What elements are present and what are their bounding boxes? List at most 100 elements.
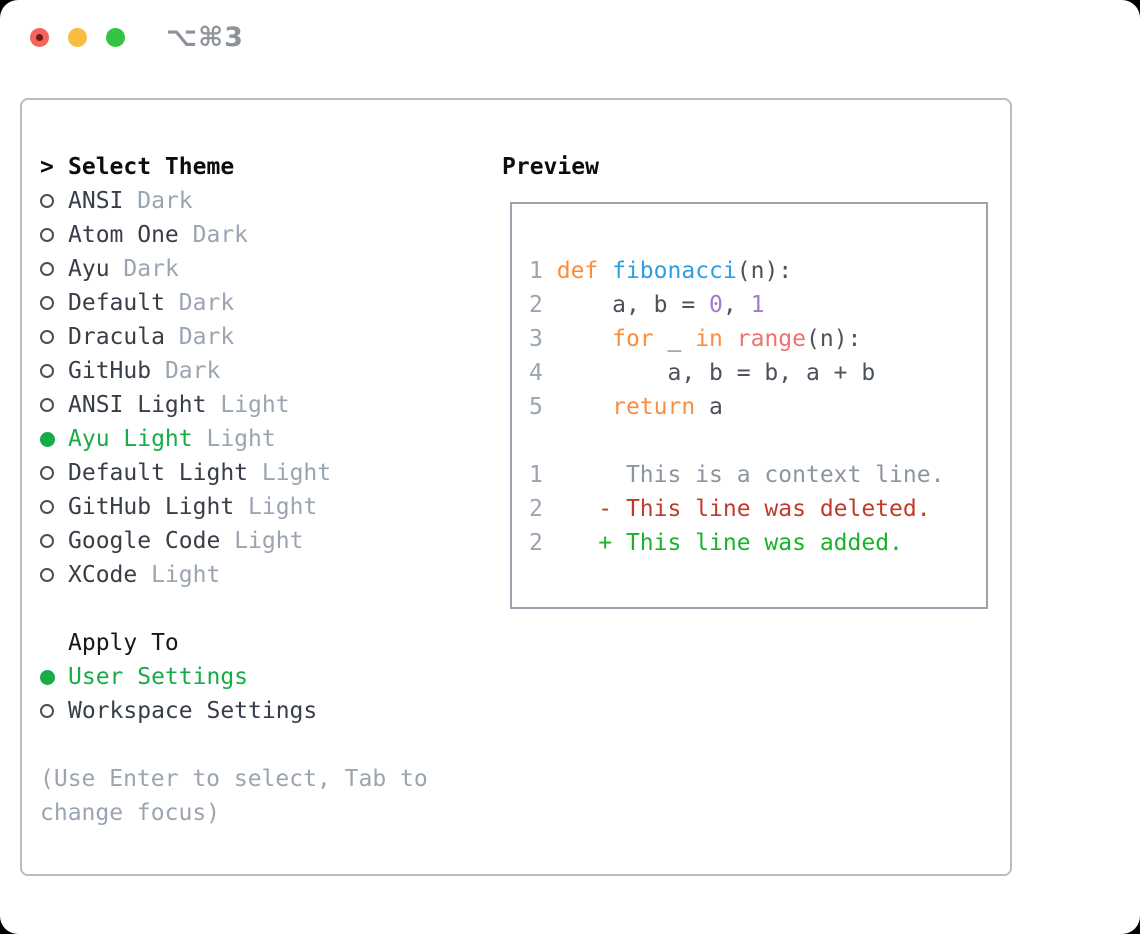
code-token	[557, 394, 612, 420]
option-variant-tag: Dark	[123, 256, 179, 282]
cursor-arrow: >	[40, 154, 54, 180]
theme-option[interactable]: ANSI Light Light	[40, 388, 428, 422]
traffic-light-close-icon[interactable]	[30, 28, 49, 47]
line-number: 1	[529, 462, 543, 488]
theme-option[interactable]: Google Code Light	[40, 524, 428, 558]
select-theme-heading: Select Theme	[68, 154, 235, 180]
line-number: 5	[529, 394, 543, 420]
option-label: Default Light	[68, 460, 249, 486]
line-number: 2	[529, 292, 543, 318]
traffic-light-minimize-icon[interactable]	[68, 28, 87, 47]
radio-unselected-icon	[40, 500, 54, 514]
option-label: Ayu Light	[68, 426, 193, 452]
option-label: Default	[68, 290, 165, 316]
code-token: (n):	[736, 258, 793, 284]
line-number: 1	[529, 258, 543, 284]
radio-unselected-icon	[40, 704, 54, 718]
line-number: 2	[529, 530, 543, 556]
option-label: Workspace Settings	[68, 698, 318, 724]
option-variant-tag: Dark	[192, 222, 249, 248]
code-line: 1 This is a context line.	[529, 458, 944, 492]
theme-option[interactable]: Default Light Light	[40, 456, 428, 490]
theme-option[interactable]: XCode Light	[40, 558, 428, 592]
code-token: + This line was added.	[556, 530, 903, 556]
apply-to-option[interactable]: Workspace Settings	[40, 694, 428, 728]
code-line: 2 - This line was deleted.	[529, 492, 944, 526]
theme-option[interactable]: Default Dark	[40, 286, 428, 320]
hint-line-2: change focus)	[40, 800, 221, 826]
code-token: ,	[722, 292, 751, 318]
code-line: 3 for _ in range(n):	[529, 322, 944, 356]
spacer	[40, 592, 428, 626]
radio-unselected-icon	[40, 398, 54, 412]
theme-option[interactable]: GitHub Dark	[40, 354, 428, 388]
code-token: def	[556, 258, 599, 284]
radio-icon	[40, 456, 68, 490]
radio-icon	[40, 218, 68, 252]
spacer	[40, 728, 428, 762]
option-label: ANSI Light	[68, 392, 207, 418]
radio-selected-icon	[40, 432, 55, 447]
line-number: 2	[529, 496, 543, 522]
window-title: ⌥⌘3	[166, 22, 244, 53]
theme-option[interactable]: Dracula Dark	[40, 320, 428, 354]
select-theme-heading-row: > Select Theme	[40, 150, 428, 184]
radio-icon	[40, 184, 68, 218]
code-token: range	[722, 326, 806, 352]
radio-unselected-icon	[40, 568, 54, 582]
radio-icon	[40, 354, 68, 388]
option-variant-tag: Dark	[137, 188, 193, 214]
apply-to-option[interactable]: User Settings	[40, 660, 428, 694]
theme-option[interactable]: Ayu Light Light	[40, 422, 428, 456]
theme-option[interactable]: ANSI Dark	[40, 184, 428, 218]
apply-to-heading-row: Apply To	[40, 626, 428, 660]
code-line: 5 return a	[529, 390, 944, 424]
option-variant-tag: Dark	[178, 324, 235, 350]
code-token: for	[612, 326, 654, 352]
radio-icon	[40, 558, 68, 592]
radio-icon	[40, 694, 68, 728]
radio-unselected-icon	[40, 194, 54, 208]
option-label: GitHub	[68, 358, 152, 384]
radio-icon	[40, 422, 68, 456]
option-variant-tag: Light	[234, 528, 304, 554]
line-number: 3	[529, 326, 543, 352]
code-token	[557, 326, 612, 352]
option-label: Dracula	[68, 324, 165, 350]
radio-icon	[40, 490, 68, 524]
option-variant-tag: Light	[220, 392, 290, 418]
radio-icon	[40, 524, 68, 558]
line-number: 4	[529, 360, 543, 386]
theme-option[interactable]: Ayu Dark	[40, 252, 428, 286]
theme-option[interactable]: GitHub Light Light	[40, 490, 428, 524]
option-label: Atom One	[68, 222, 179, 248]
radio-unselected-icon	[40, 534, 54, 548]
code-line: 2 + This line was added.	[529, 526, 944, 560]
option-label: GitHub Light	[68, 494, 235, 520]
traffic-light-zoom-icon[interactable]	[106, 28, 125, 47]
option-label: User Settings	[68, 664, 249, 690]
radio-icon	[40, 252, 68, 286]
theme-option[interactable]: Atom One Dark	[40, 218, 428, 252]
code-token: 1	[750, 292, 765, 318]
radio-unselected-icon	[40, 262, 54, 276]
code-token: a	[695, 394, 723, 420]
option-label: XCode	[68, 562, 138, 588]
radio-unselected-icon	[40, 330, 54, 344]
option-label: Google Code	[68, 528, 221, 554]
code-token: _	[653, 326, 696, 352]
option-variant-tag: Dark	[178, 290, 235, 316]
option-label: ANSI	[68, 188, 124, 214]
code-line: 2 a, b = 0, 1	[529, 288, 944, 322]
radio-unselected-icon	[40, 296, 54, 310]
radio-unselected-icon	[40, 364, 54, 378]
radio-unselected-icon	[40, 466, 54, 480]
code-token: 0	[709, 292, 723, 318]
code-line: 4 a, b = b, a + b	[529, 356, 944, 390]
code-line: 1 def fibonacci(n):	[529, 254, 944, 288]
radio-icon	[40, 286, 68, 320]
